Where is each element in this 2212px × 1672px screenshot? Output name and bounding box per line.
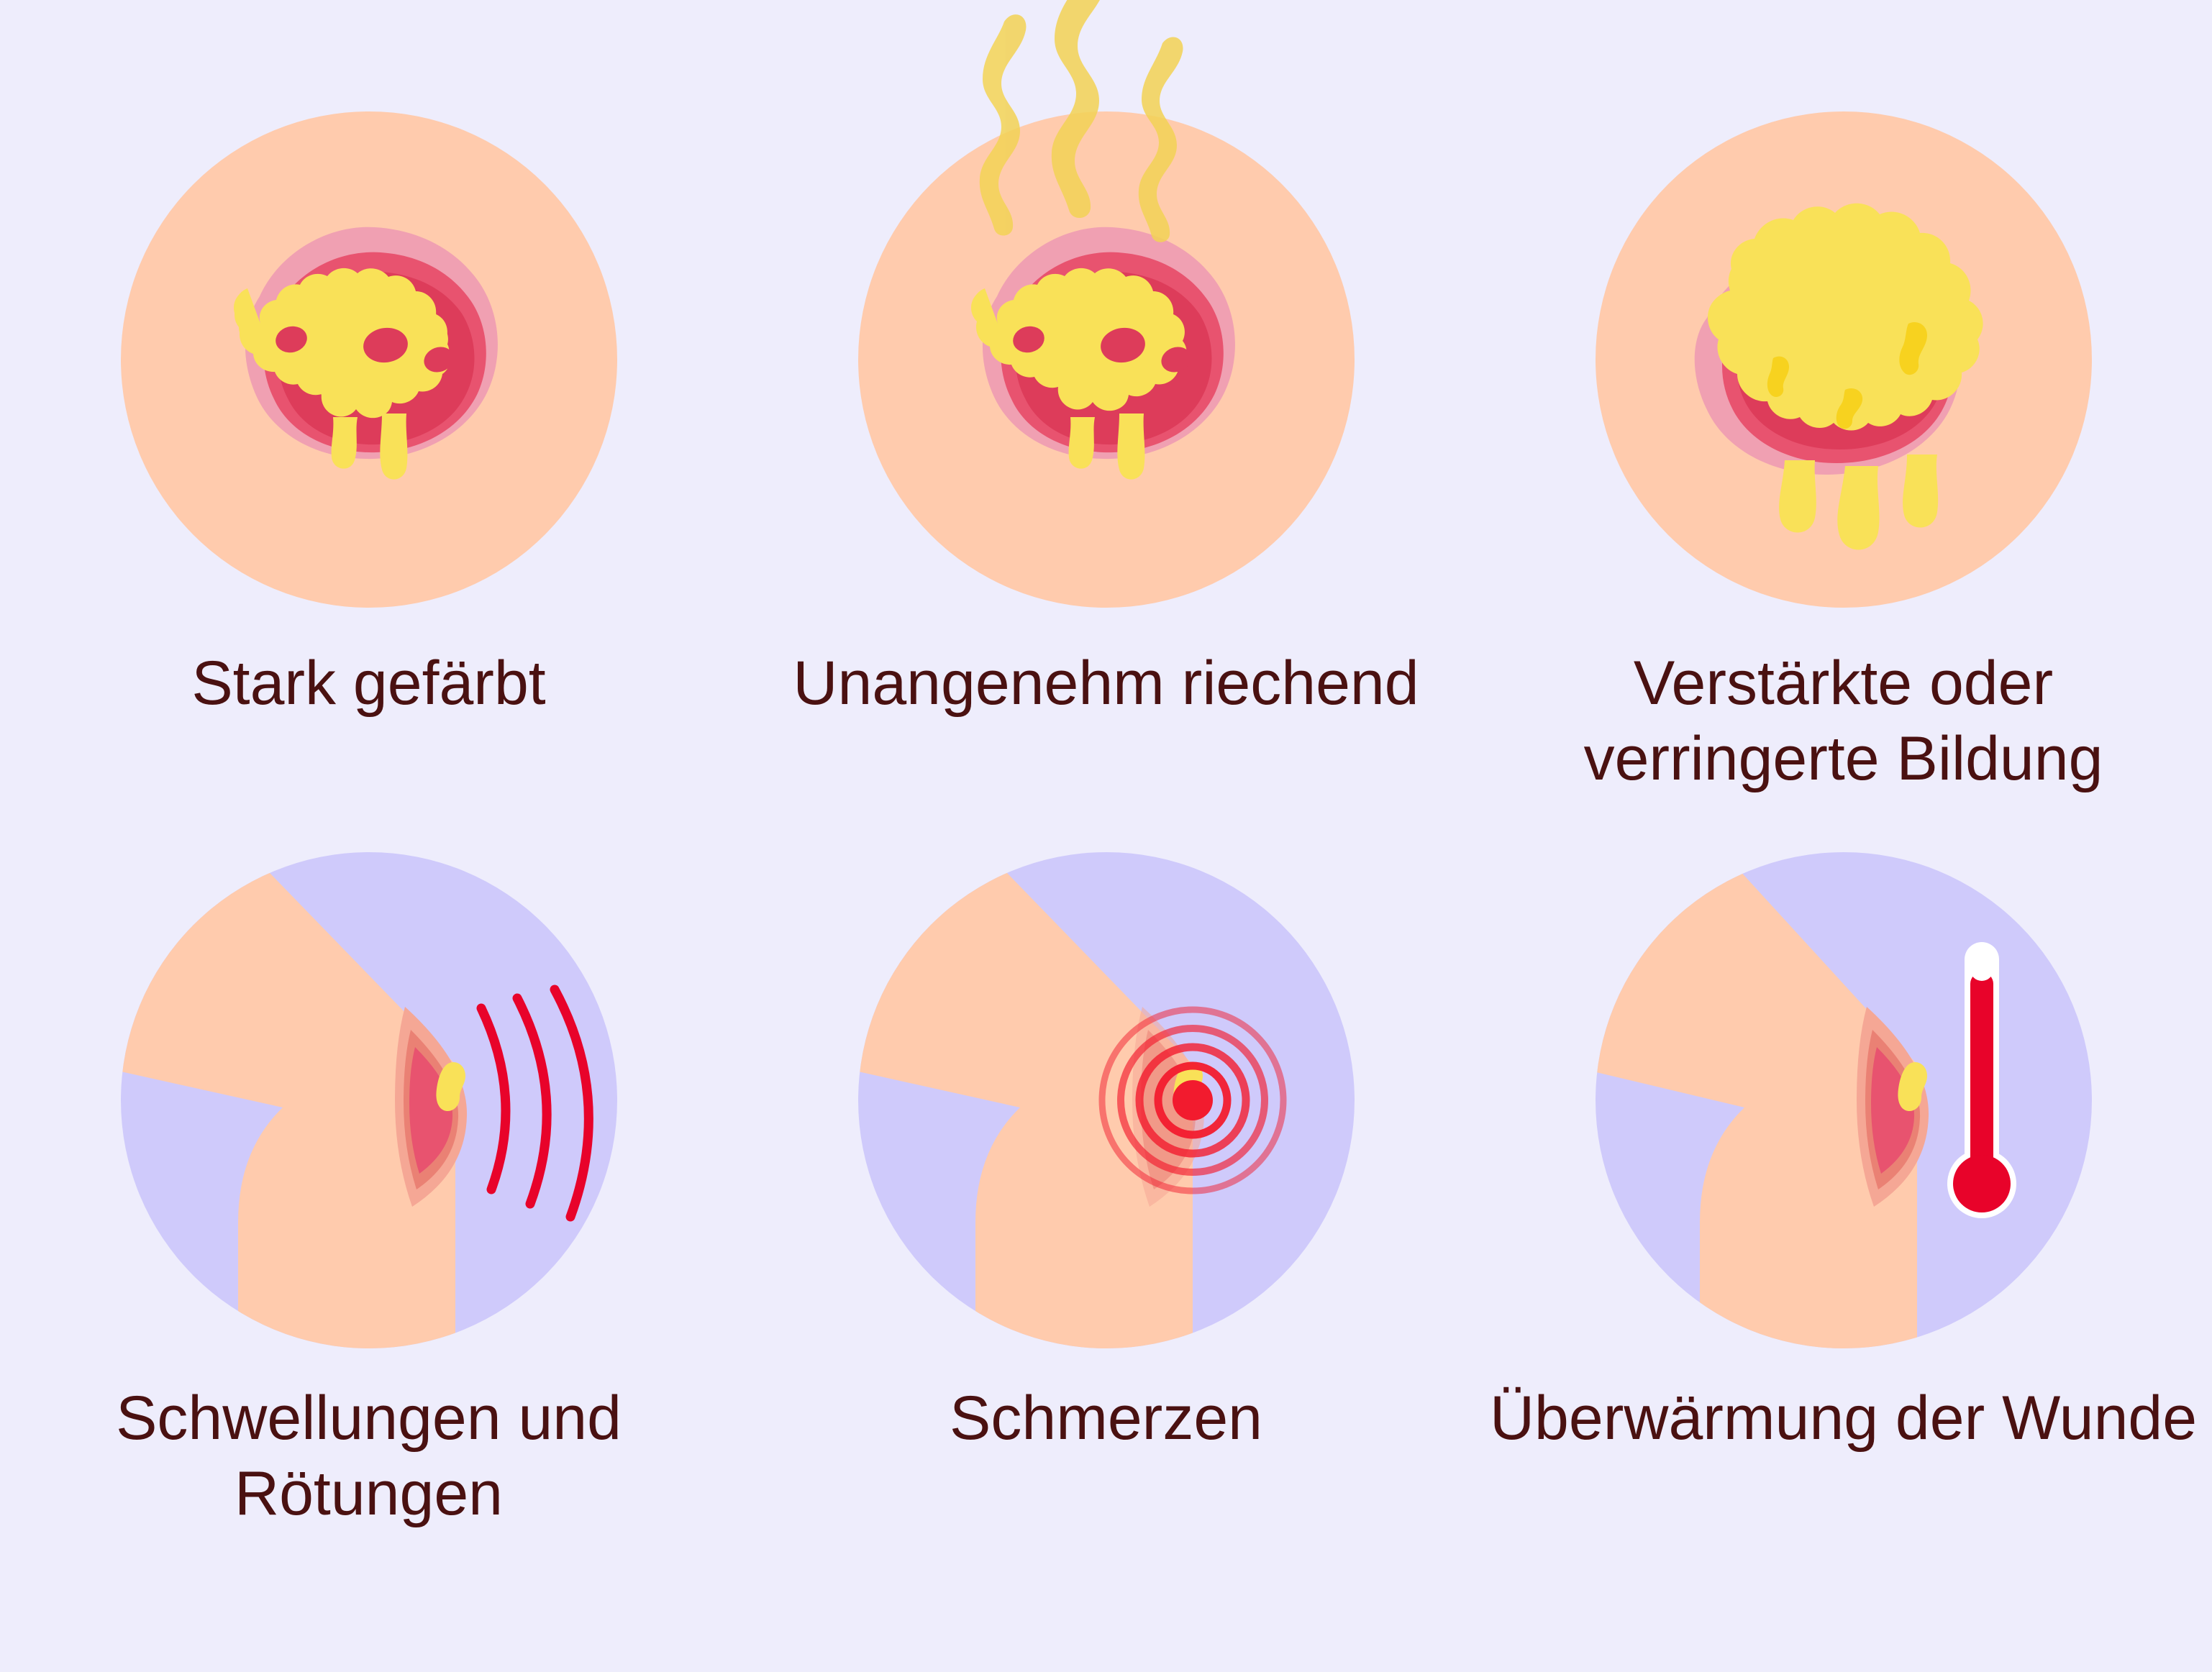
card-caption: Schmerzen: [950, 1384, 1262, 1453]
card-unangenehm-riechend: Unangenehm riechend: [737, 0, 1475, 834]
card-schmerzen: Schmerzen: [737, 834, 1475, 1672]
thermometer: [1947, 942, 2016, 1218]
knee-swelling-icon: [117, 849, 621, 1352]
swelling-waves: [476, 985, 593, 1222]
wound-discolored-icon: [117, 108, 621, 611]
card-caption: Stark gefärbt: [191, 649, 546, 718]
odor-waves: [979, 0, 1183, 242]
wound-odor-icon: [855, 0, 1358, 611]
pain-rings: [1098, 1006, 1286, 1194]
card-caption: Schwellungen und Rötungen: [116, 1384, 622, 1528]
wound-exudate-icon: [1592, 108, 2095, 611]
pus-accents: [1767, 321, 1927, 429]
card-caption: Überwärmung der Wunde: [1489, 1384, 2198, 1453]
knee-pain-icon: [855, 849, 1358, 1352]
card-schwellungen-und-roetungen: Schwellungen und Rötungen: [0, 834, 737, 1672]
card-caption: Verstärkte oder verringerte Bildung: [1583, 649, 2103, 793]
knee-fever-icon: [1592, 849, 2095, 1352]
card-stark-gefaerbt: Stark gefärbt: [0, 0, 737, 834]
card-verstaerkte-oder-verringerte-bildung: Verstärkte oder verringerte Bildung: [1475, 0, 2212, 834]
card-ueberwaermung-der-wunde: Überwärmung der Wunde: [1475, 834, 2212, 1672]
card-caption: Unangenehm riechend: [793, 649, 1419, 718]
